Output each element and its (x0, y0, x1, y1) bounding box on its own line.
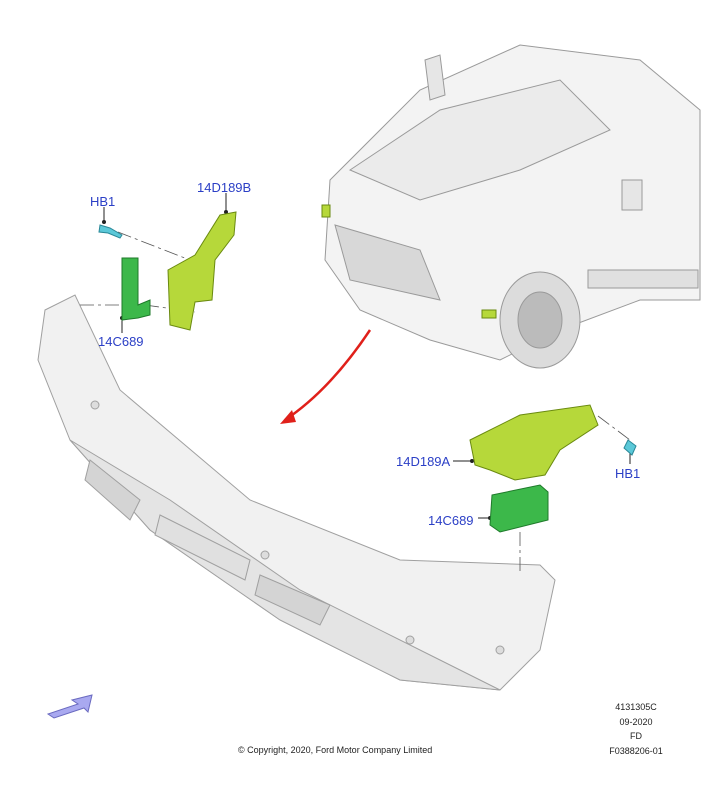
copyright: © Copyright, 2020, Ford Motor Company Li… (238, 745, 433, 755)
illustration-number: 4131305C (615, 702, 657, 712)
label-14c689-right: 14C689 (428, 513, 474, 528)
module-14c689-right (489, 484, 549, 533)
label-14d189b: 14D189B (197, 180, 252, 195)
bracket-14d189a (469, 404, 599, 481)
illustration-date: 09-2020 (619, 716, 653, 727)
illustration-meta: 4131305C 09-2020 FD F0388206-01 (596, 700, 676, 758)
label-14c689-left: 14C689 (98, 334, 144, 349)
illustration-ref: F0388206-01 (609, 745, 663, 756)
module-14c689-left (121, 257, 151, 321)
bolt-hb1-right (623, 439, 637, 456)
bumper-illustration (37, 294, 556, 691)
bolt-hb1-left (98, 224, 123, 239)
bracket-14d189b (167, 211, 237, 331)
label-hb1-right: HB1 (615, 466, 641, 481)
location-arrow (284, 329, 372, 422)
truck-illustration (321, 44, 701, 369)
label-14d189a: 14D189A (396, 454, 451, 469)
view-direction-icon (46, 694, 93, 719)
label-hb1-left: HB1 (90, 194, 116, 209)
illustration-code: FD (630, 731, 642, 741)
